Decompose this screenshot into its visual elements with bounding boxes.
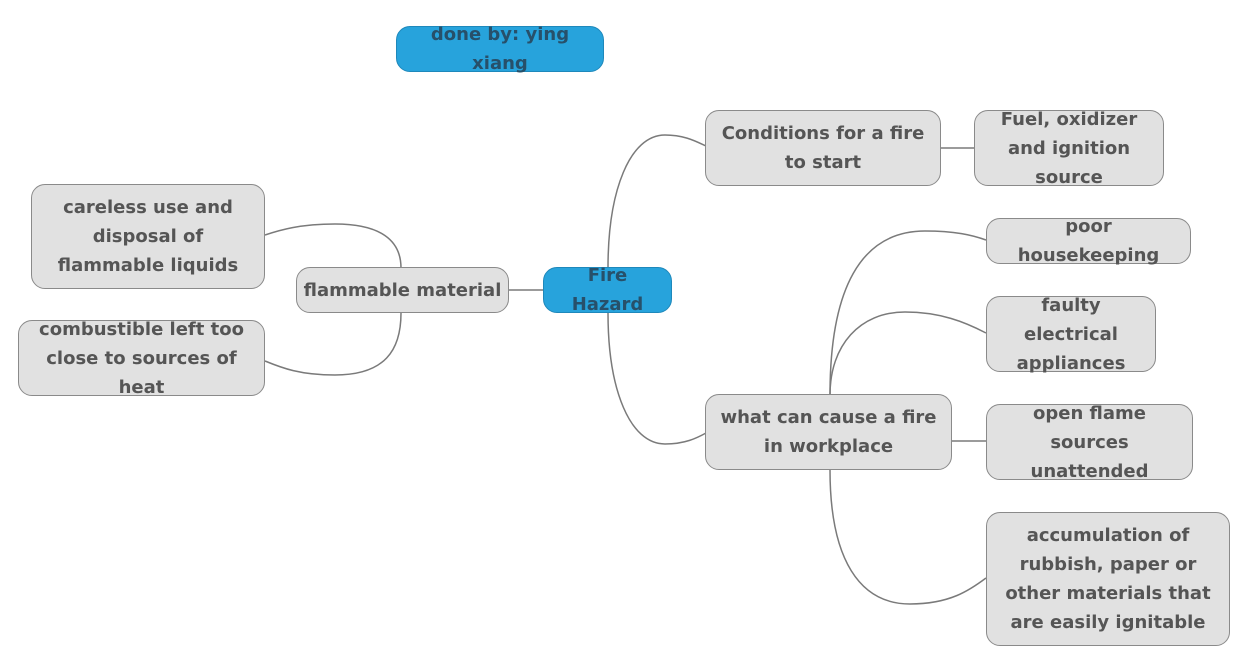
leaf-label: faulty electrical appliances [1016, 294, 1126, 374]
branch-node-flammable-material[interactable]: flammable material [296, 267, 509, 313]
branch-label: Conditions for a fire to start [721, 123, 925, 173]
leaf-label: Fuel, oxidizer and ignition source [1000, 108, 1138, 188]
connector-central-causes [607, 312, 707, 445]
leaf-label: poor housekeeping [1017, 216, 1160, 266]
leaf-node-faulty-electrical[interactable]: faulty electrical appliances [986, 295, 1156, 374]
leaf-label: open flame sources unattended [1030, 402, 1149, 482]
leaf-node-careless-use[interactable]: careless use and disposal of flammable l… [31, 184, 265, 289]
connector-flammable-combustible [264, 312, 402, 376]
connector-causes-accumulation [829, 469, 987, 605]
branch-node-workplace-causes[interactable]: what can cause a fire in workplace [705, 394, 952, 470]
leaf-node-combustible[interactable]: combustible left too close to sources of… [18, 319, 265, 398]
author-credit-box: done by: ying xiang [396, 24, 604, 74]
connector-central-conditions [607, 134, 707, 269]
connector-causes-housekeeping [829, 230, 987, 396]
branch-label: what can cause a fire in workplace [720, 407, 937, 457]
leaf-label: accumulation of rubbish, paper or other … [1005, 525, 1211, 633]
connector-flammable-careless [264, 223, 402, 269]
connector-causes-electrical [829, 311, 987, 396]
central-topic-node[interactable]: Fire Hazard [543, 265, 672, 315]
leaf-node-poor-housekeeping[interactable]: poor housekeeping [986, 216, 1191, 266]
central-topic-label: Fire Hazard [571, 265, 644, 315]
leaf-label: combustible left too close to sources of… [39, 318, 244, 398]
branch-label: flammable material [303, 279, 502, 301]
leaf-label: careless use and disposal of flammable l… [57, 197, 239, 276]
leaf-node-fuel-oxidizer[interactable]: Fuel, oxidizer and ignition source [974, 109, 1164, 188]
leaf-node-accumulation-rubbish[interactable]: accumulation of rubbish, paper or other … [986, 512, 1230, 646]
author-credit-label: done by: ying xiang [430, 24, 570, 74]
branch-node-conditions[interactable]: Conditions for a fire to start [705, 110, 941, 186]
leaf-node-open-flame[interactable]: open flame sources unattended [986, 403, 1193, 482]
